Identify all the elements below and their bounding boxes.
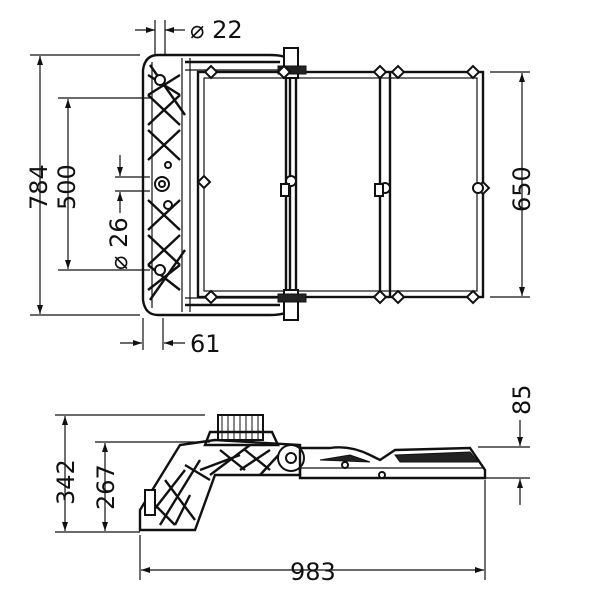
dim-mount-spacing: 500 bbox=[53, 97, 150, 271]
mount-hole-bottom bbox=[154, 264, 166, 276]
side-view: 342 267 85 983 bbox=[52, 384, 536, 586]
label-mount-spacing: 500 bbox=[53, 164, 81, 210]
label-panel-thickness: 85 bbox=[508, 384, 536, 415]
dim-overall-length: 983 bbox=[139, 480, 486, 586]
frame-clips bbox=[196, 64, 491, 305]
label-hole-diameter-top: ⌀ 22 bbox=[190, 16, 243, 44]
bracket-lattice bbox=[147, 64, 186, 301]
label-side-height-body: 267 bbox=[92, 464, 120, 510]
dim-side-height-total: 342 bbox=[52, 414, 205, 533]
dim-overall-height: 784 bbox=[25, 54, 140, 316]
label-overall-height: 784 bbox=[25, 164, 53, 210]
dim-panel-thickness: 85 bbox=[478, 384, 536, 505]
dim-side-height-body: 267 bbox=[92, 441, 210, 531]
dim-panel-height: 650 bbox=[490, 71, 536, 298]
panel-side-profile bbox=[298, 446, 487, 480]
label-overall-length: 983 bbox=[290, 558, 336, 586]
mount-hole-top bbox=[154, 74, 166, 86]
label-bracket-depth: 61 bbox=[190, 330, 221, 358]
bracket-arm-outline bbox=[138, 438, 302, 532]
dim-hole-diameter-top: ⌀ 22 bbox=[135, 16, 243, 55]
label-side-height-total: 342 bbox=[52, 459, 80, 505]
bracket-base bbox=[144, 489, 156, 516]
label-panel-height: 650 bbox=[508, 166, 536, 212]
panel-frame bbox=[196, 70, 485, 299]
bracket-arm-lattice bbox=[149, 444, 286, 526]
label-hole-diameter-side: ⌀ 26 bbox=[105, 217, 133, 270]
dim-hole-diameter-side: ⌀ 26 bbox=[105, 155, 150, 270]
dim-bracket-depth: 61 bbox=[120, 318, 221, 358]
top-view: ⌀ 22 784 500 ⌀ 26 650 bbox=[25, 16, 536, 358]
